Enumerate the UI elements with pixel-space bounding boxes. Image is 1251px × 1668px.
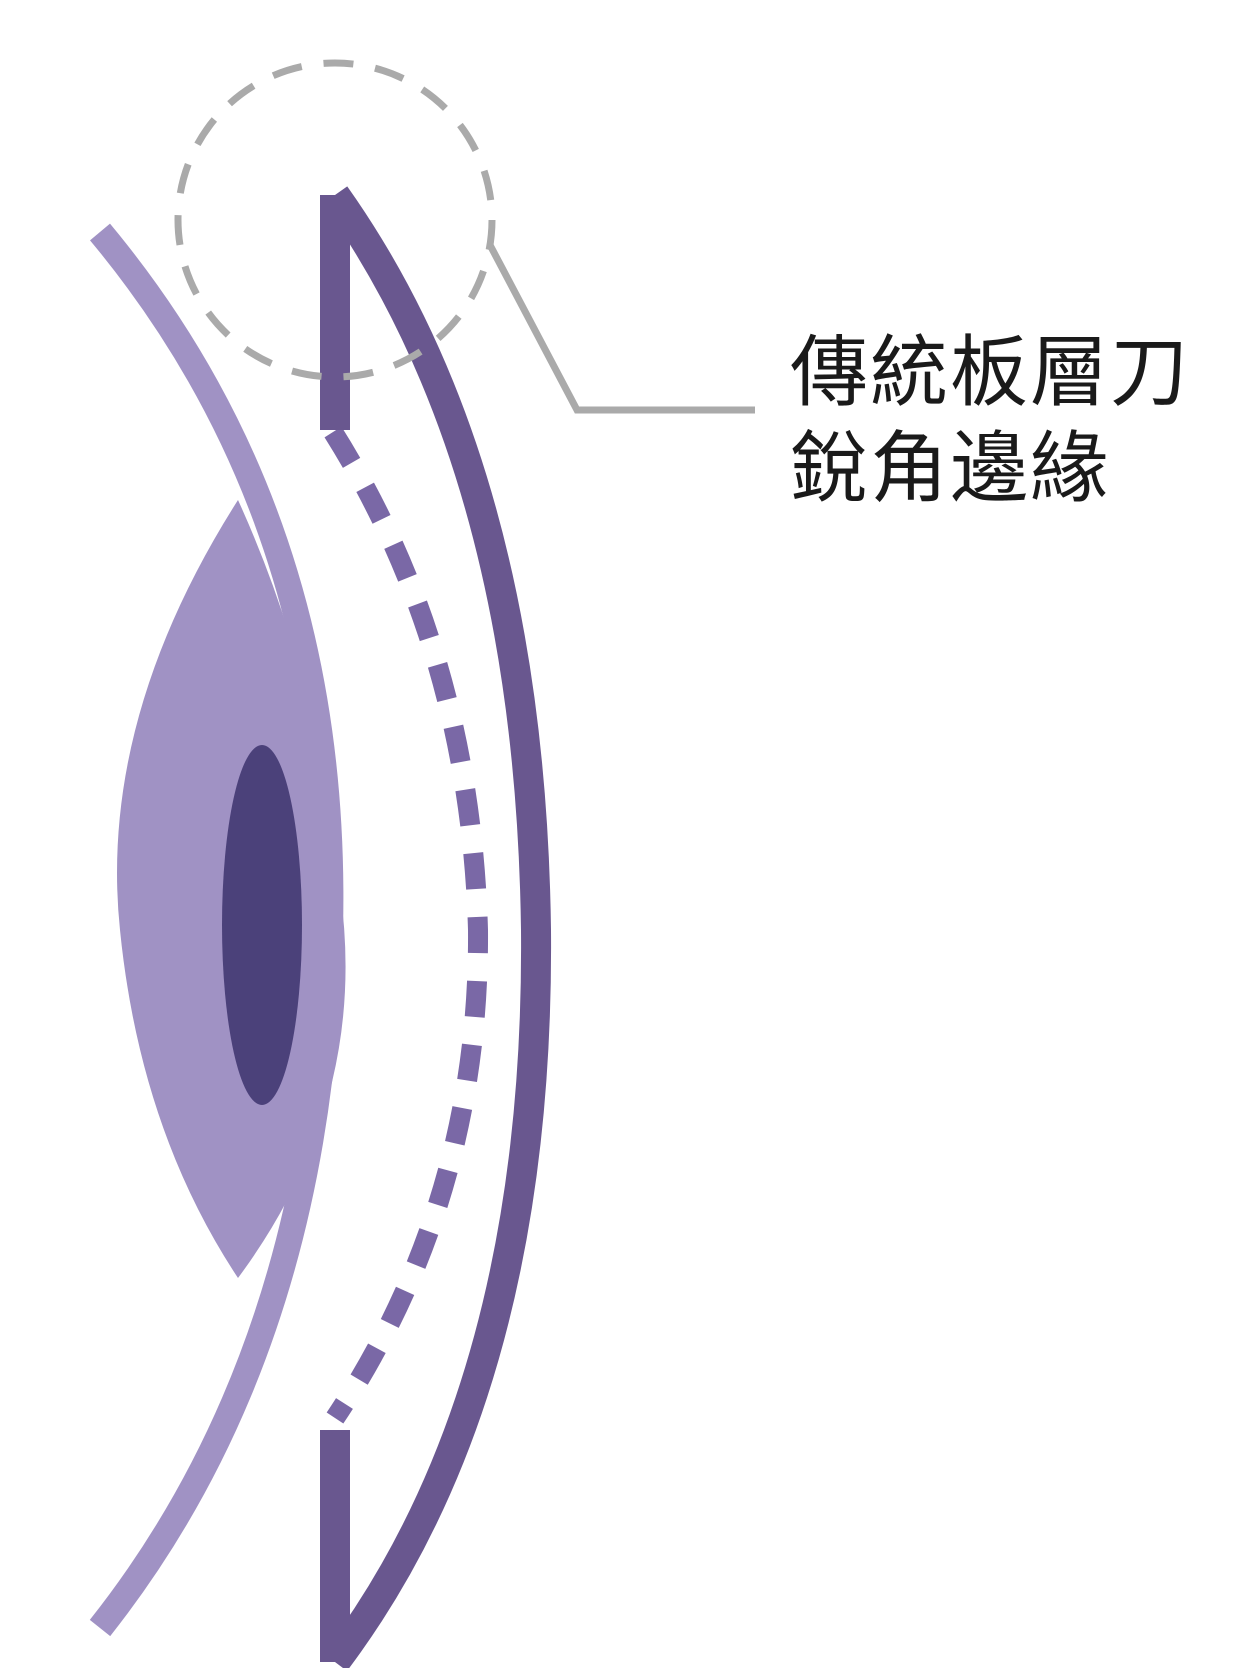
outer-cornea-arc [89, 223, 344, 1637]
callout-label-line1: 傳統板層刀 [790, 328, 1191, 418]
callout-leader-line [486, 243, 755, 414]
highlight-circle [174, 59, 496, 381]
flap-cut-dashed-line [324, 426, 489, 1424]
flap-outer-arc [322, 186, 552, 1668]
pupil [222, 745, 302, 1105]
callout-label: 傳統板層刀 銳角邊緣 [790, 325, 1190, 517]
callout-label-line2: 銳角邊緣 [790, 424, 1111, 514]
